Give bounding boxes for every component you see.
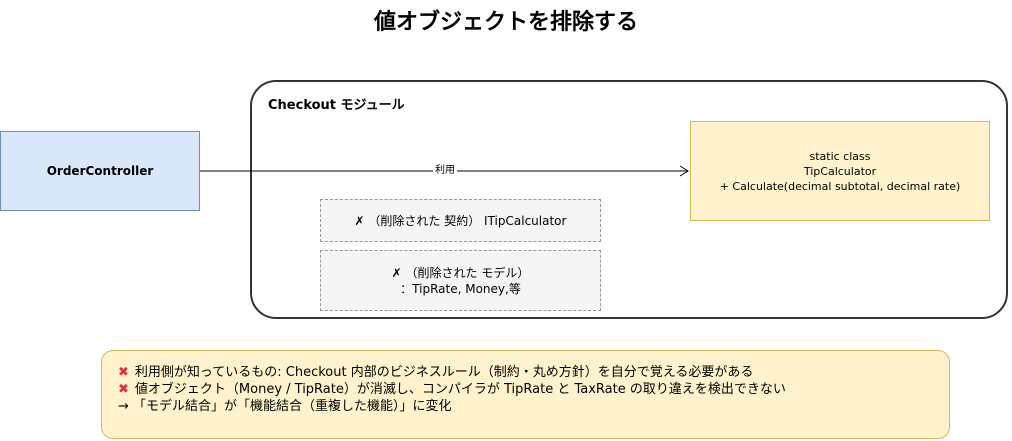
checkout-module-label: Checkout モジュール (268, 98, 405, 113)
removed-model-node[interactable]: ✗ （削除された モデル） ：TipRate, Money,等 (320, 250, 601, 311)
order-controller-label: OrderController (46, 164, 154, 178)
checkout-module-container (250, 80, 1008, 319)
note-line-1: ✖利用側が知っているもの: Checkout 内部のビジネスルール（制約・丸め方… (118, 365, 754, 380)
note-line-2: ✖値オブジェクト（Money / TipRate）が消滅し、コンパイラが Tip… (118, 382, 786, 397)
order-controller-node[interactable]: OrderController (0, 131, 200, 211)
removed-contract-node[interactable]: ✗ （削除された 契約） ITipCalculator (320, 199, 601, 242)
uses-arrowhead (679, 165, 689, 177)
diagram-title: 値オブジェクトを排除する (373, 10, 638, 35)
tip-calculator-node[interactable]: static class TipCalculator + Calculate(d… (690, 121, 990, 221)
tip-calculator-stereotype: static class (809, 149, 871, 163)
explanation-note: ✖利用側が知っているもの: Checkout 内部のビジネスルール（制約・丸め方… (101, 350, 950, 439)
removed-model-line1: ✗ （削除された モデル） (391, 265, 530, 280)
tip-calculator-method: + Calculate(decimal subtotal, decimal ra… (719, 179, 961, 193)
uses-edge-label: 利用 (433, 164, 457, 178)
removed-model-line2: ：TipRate, Money,等 (400, 281, 521, 296)
removed-contract-label: ✗ （削除された 契約） ITipCalculator (354, 213, 567, 228)
tip-calculator-name: TipCalculator (803, 164, 877, 178)
cross-mark-icon: ✖ (118, 382, 129, 397)
note-line-3: → 「モデル結合」が「機能結合（重複した機能）」に変化 (118, 399, 452, 414)
cross-mark-icon: ✖ (118, 365, 129, 380)
